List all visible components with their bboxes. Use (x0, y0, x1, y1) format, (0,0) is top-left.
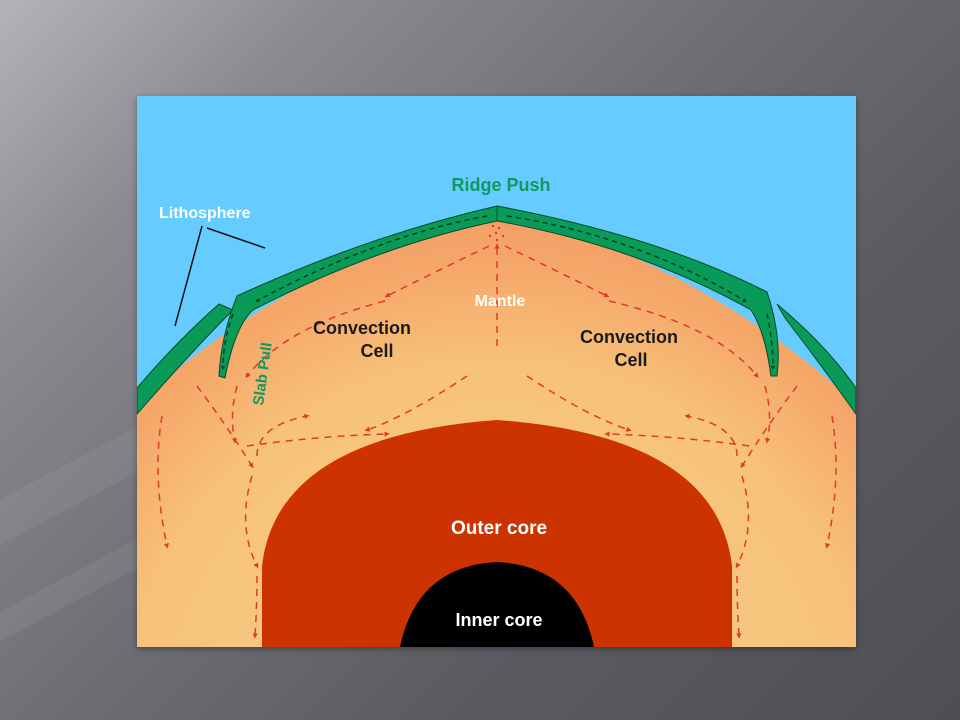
convection-cell-left-line2: Cell (360, 341, 393, 361)
convection-cell-left-line1: Convection (313, 318, 411, 338)
plate-tectonics-diagram: Ridge Push Lithosphere Slab Pull Mantle … (137, 96, 856, 647)
outer-core (262, 420, 732, 647)
lithosphere-right-plate (496, 205, 779, 377)
lithosphere-label: Lithosphere (159, 205, 251, 222)
mantle-label: Mantle (475, 293, 526, 310)
inner-core-label: Inner core (455, 610, 542, 630)
lithosphere-right-edge (776, 303, 856, 415)
lithosphere-pointer-left (174, 225, 203, 327)
outer-core-label: Outer core (451, 518, 547, 539)
lithosphere-pointer-right (206, 227, 266, 249)
diagram-canvas: Ridge Push Lithosphere Slab Pull Mantle … (137, 96, 856, 647)
inner-core (400, 562, 594, 647)
convection-arrows (157, 243, 837, 639)
convection-cell-right-line1: Convection (580, 327, 678, 347)
ridge-upwelling (488, 224, 505, 242)
convection-cell-right-line2: Cell (614, 350, 647, 370)
plate-motion-arrows (220, 215, 776, 371)
ridge-push-label: Ridge Push (451, 175, 550, 195)
